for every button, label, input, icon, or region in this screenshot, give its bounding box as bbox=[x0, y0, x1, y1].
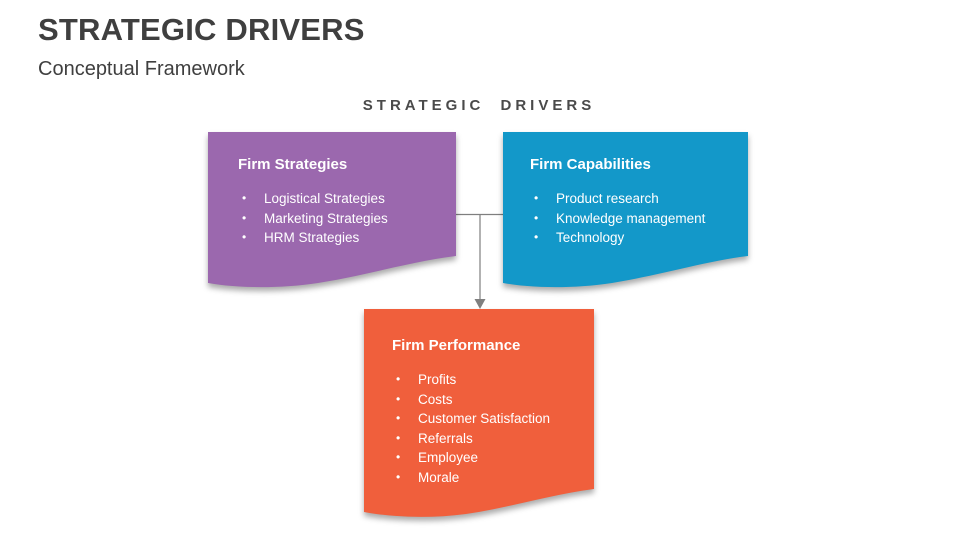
list-item: Product research bbox=[530, 189, 740, 209]
list-item: Referrals bbox=[392, 429, 586, 449]
firm-strategies-list: Logistical Strategies Marketing Strategi… bbox=[238, 189, 448, 248]
arrowhead-icon bbox=[474, 299, 486, 309]
firm-performance-title: Firm Performance bbox=[392, 337, 521, 354]
list-item: Customer Satisfaction bbox=[392, 409, 586, 429]
list-item: Costs bbox=[392, 390, 586, 410]
firm-capabilities-title: Firm Capabilities bbox=[530, 156, 651, 173]
firm-strategies-content: Firm Strategies Logistical Strategies Ma… bbox=[208, 132, 456, 248]
diagram-heading: STRATEGIC DRIVERS bbox=[362, 97, 596, 114]
firm-capabilities-list: Product research Knowledge management Te… bbox=[530, 189, 740, 248]
list-item: HRM Strategies bbox=[238, 228, 448, 248]
firm-strategies-box: Firm Strategies Logistical Strategies Ma… bbox=[208, 132, 456, 297]
firm-strategies-title: Firm Strategies bbox=[238, 156, 348, 173]
list-item: Knowledge management bbox=[530, 209, 740, 229]
firm-performance-list: Profits Costs Customer Satisfaction Refe… bbox=[392, 370, 586, 487]
slide-subtitle: Conceptual Framework bbox=[38, 58, 245, 80]
list-item: Marketing Strategies bbox=[238, 209, 448, 229]
firm-performance-box: Firm Performance Profits Costs Customer … bbox=[364, 309, 594, 524]
list-item: Employee bbox=[392, 448, 586, 468]
firm-capabilities-content: Firm Capabilities Product research Knowl… bbox=[503, 132, 748, 248]
firm-performance-content: Firm Performance Profits Costs Customer … bbox=[364, 309, 594, 487]
list-item: Technology bbox=[530, 228, 740, 248]
list-item: Morale bbox=[392, 468, 586, 488]
slide-title: STRATEGIC DRIVERS bbox=[38, 12, 365, 47]
firm-capabilities-box: Firm Capabilities Product research Knowl… bbox=[503, 132, 748, 297]
list-item: Logistical Strategies bbox=[238, 189, 448, 209]
connector-arrow bbox=[456, 213, 503, 309]
list-item: Profits bbox=[392, 370, 586, 390]
